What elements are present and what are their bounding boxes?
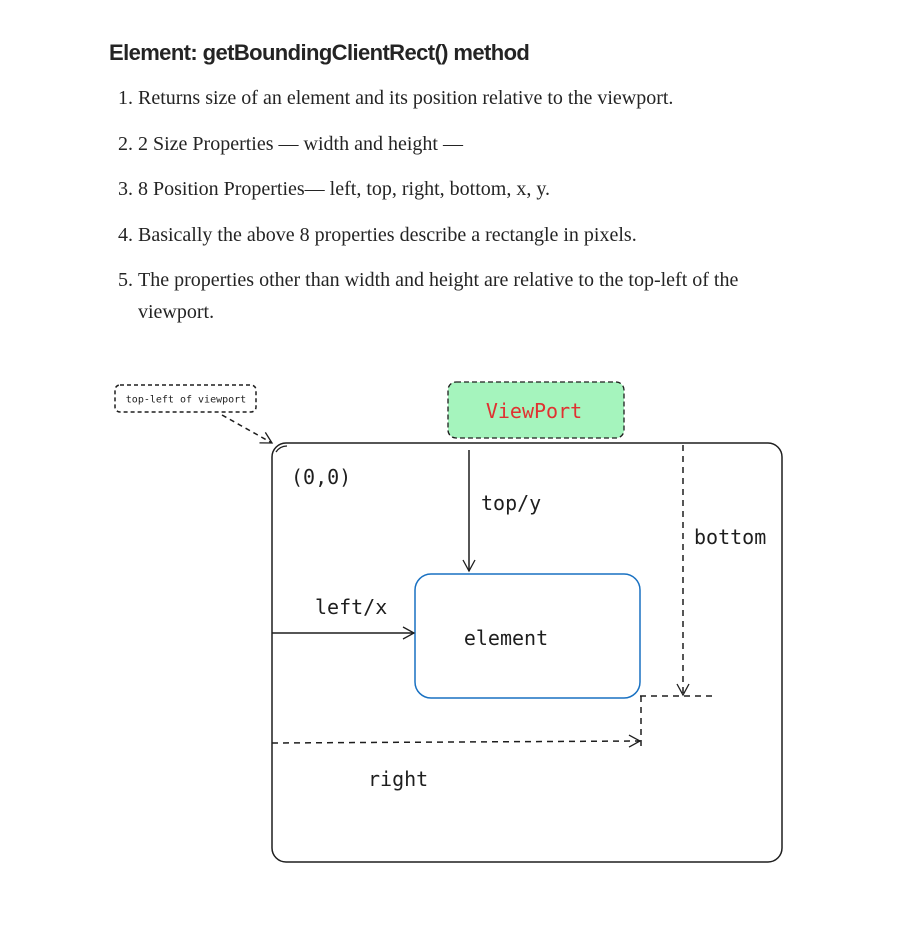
list-item: 4.Basically the above 8 properties descr… (118, 219, 798, 251)
list-number: 2. (118, 132, 133, 155)
viewport-frame (271, 442, 783, 863)
list-item-text: The properties other than width and heig… (138, 269, 739, 323)
list-item-text: Returns size of an element and its posit… (138, 87, 674, 109)
list-item: 3.8 Position Properties— left, top, righ… (118, 173, 798, 205)
element-label: element (464, 626, 548, 650)
top-label: top/y (481, 491, 541, 515)
viewport-label-box (447, 381, 625, 439)
list-item-text: 8 Position Properties— left, top, right,… (138, 178, 551, 200)
list-number: 5. (118, 269, 133, 291)
list-item-text: Basically the above 8 properties describ… (138, 223, 637, 246)
list-item: 2.2 Size Properties — width and height — (118, 128, 798, 160)
right-label: right (368, 767, 428, 791)
list-number: 4. (118, 223, 133, 246)
list-item: 5.The properties other than width and he… (118, 264, 798, 328)
origin-label: (0,0) (291, 465, 351, 489)
property-list: 1.Returns size of an element and its pos… (118, 82, 798, 342)
list-item: 1.Returns size of an element and its pos… (118, 82, 798, 114)
note-label: top-left of viewport (126, 395, 246, 406)
corner-tick (275, 445, 288, 453)
list-number: 3. (118, 178, 133, 200)
note-arrow (221, 414, 274, 444)
list-number: 1. (118, 87, 133, 109)
right-arrow (271, 734, 642, 748)
article-heading: Element: getBoundingClientRect() method (109, 40, 530, 65)
element-box (414, 573, 641, 699)
viewport-label: ViewPort (486, 399, 582, 423)
left-label: left/x (315, 595, 387, 619)
note-box (114, 384, 257, 413)
bottom-label: bottom (694, 525, 766, 549)
list-item-text: 2 Size Properties — width and height — (138, 132, 463, 155)
